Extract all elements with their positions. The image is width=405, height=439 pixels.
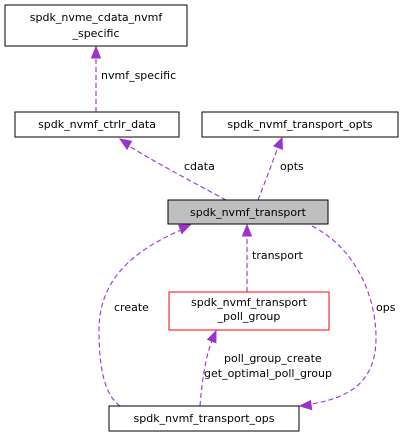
- edge-opts-line: [257, 146, 279, 201]
- edge-opts: opts: [257, 136, 304, 201]
- node-spdk-nvmf-ctrlr-data-label: spdk_nvmf_ctrlr_data: [38, 118, 156, 131]
- node-spdk-nvmf-ctrlr-data-box: [14, 111, 180, 138]
- node-spdk-nvme-cdata-nvmf-specific-label-1: spdk_nvme_cdata_nvmf: [30, 11, 164, 24]
- edge-ops-label: ops: [376, 301, 396, 314]
- edge-poll-group-arrowhead: [206, 329, 217, 344]
- edge-poll-group: poll_group_create get_optimal_poll_group: [199, 329, 332, 407]
- node-spdk-nvme-cdata-nvmf-specific: spdk_nvme_cdata_nvmf _specific: [4, 4, 188, 47]
- edge-transport-arrowhead: [241, 223, 253, 237]
- edge-transport-label: transport: [252, 249, 304, 262]
- node-spdk-nvme-cdata-nvmf-specific-box: [4, 4, 188, 47]
- node-spdk-nvme-cdata-nvmf-specific-label-2: _specific: [71, 27, 119, 40]
- edge-opts-arrowhead: [272, 136, 283, 151]
- node-spdk-nvmf-transport: spdk_nvmf_transport: [167, 199, 329, 225]
- edge-opts-label: opts: [280, 160, 304, 173]
- node-spdk-nvmf-transport-poll-group-label-1: spdk_nvmf_transport: [191, 296, 308, 309]
- node-spdk-nvmf-transport-poll-group-box: [168, 291, 330, 331]
- node-spdk-nvmf-transport-opts-box: [201, 111, 399, 138]
- edge-nvmf-specific-arrowhead: [90, 45, 102, 59]
- edge-transport: transport: [241, 223, 304, 292]
- edge-ops-arrowhead: [298, 399, 313, 411]
- edge-nvmf-specific-label: nvmf_specific: [101, 69, 176, 82]
- edge-poll-group-label-1: poll_group_create: [224, 352, 322, 365]
- edge-cdata: cdata: [118, 138, 227, 201]
- node-spdk-nvmf-transport-ops-label: spdk_nvmf_transport_ops: [134, 412, 275, 425]
- edge-create-arrowhead: [178, 224, 192, 235]
- edge-create: create: [98, 224, 192, 407]
- node-spdk-nvmf-transport-opts-label: spdk_nvmf_transport_opts: [227, 118, 372, 131]
- node-spdk-nvmf-transport-poll-group: spdk_nvmf_transport _poll_group: [168, 291, 330, 331]
- edge-cdata-line: [128, 145, 227, 201]
- node-spdk-nvmf-transport-ops-box: [108, 405, 300, 432]
- edge-ops: ops: [298, 225, 396, 411]
- node-spdk-nvmf-transport-poll-group-label-2: _poll_group: [217, 310, 281, 323]
- edge-nvmf-specific: nvmf_specific: [90, 45, 176, 112]
- node-spdk-nvmf-transport-opts: spdk_nvmf_transport_opts: [201, 111, 399, 138]
- node-spdk-nvmf-transport-label: spdk_nvmf_transport: [190, 206, 307, 219]
- edge-poll-group-label-2: get_optimal_poll_group: [204, 367, 332, 380]
- node-spdk-nvmf-transport-ops: spdk_nvmf_transport_ops: [108, 405, 300, 432]
- edge-create-label: create: [114, 301, 149, 314]
- node-spdk-nvmf-ctrlr-data: spdk_nvmf_ctrlr_data: [14, 111, 180, 138]
- node-spdk-nvmf-transport-box: [167, 199, 329, 225]
- edge-cdata-arrowhead: [118, 138, 133, 151]
- edge-cdata-label: cdata: [184, 160, 215, 173]
- edge-ops-line: [310, 225, 377, 405]
